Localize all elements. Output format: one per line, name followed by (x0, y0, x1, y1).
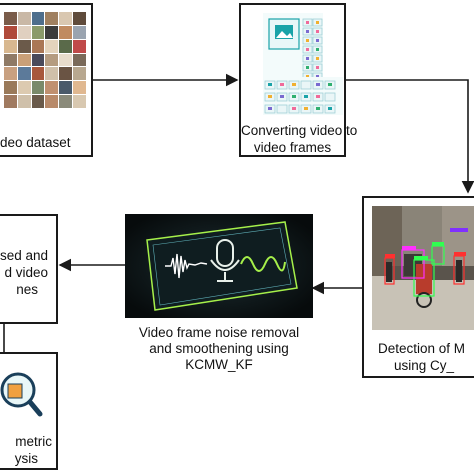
magnifier-chart-icon (0, 372, 43, 417)
metric-label-line2: ysis (14, 451, 38, 466)
noise-label-line1: Video frame noise removal (138, 325, 300, 340)
video-dataset-collage (4, 12, 86, 108)
node-video-dataset: deo dataset (0, 3, 93, 157)
noise-label-line2: and smoothening using (149, 341, 289, 356)
node-noise-removal: Video frame noise removal and smoothenin… (125, 212, 313, 372)
smooth-waveform (240, 256, 286, 272)
metric-label-line1: metric (15, 434, 52, 449)
noise-label-line3: KCMW_KF (185, 357, 253, 372)
arrow-frames-to-detection (346, 79, 474, 194)
processed-label-line2: d video (4, 265, 48, 280)
detection-label-line1: Detection of M (378, 341, 466, 356)
frames-label-line1: Converting video to (241, 123, 358, 138)
frames-grid-icon (268, 18, 323, 81)
noisy-waveform (165, 253, 208, 279)
frames-label-line2: video frames (253, 140, 332, 155)
node-processed-frames: sed and d video nes (0, 214, 58, 324)
processed-label-line3: nes (16, 282, 38, 297)
detection-street-image (372, 206, 474, 330)
processed-label-line1: sed and (0, 248, 48, 263)
video-dataset-label: deo dataset (0, 135, 71, 150)
microphone-icon (216, 239, 234, 267)
node-detection: Detection of M using Cy_ (362, 196, 474, 378)
detection-label-line2: using Cy_ (394, 358, 455, 373)
node-metric-analysis: metric ysis (0, 352, 58, 470)
frames-illustration (263, 13, 323, 115)
node-converting-frames: Converting video to video frames (239, 3, 358, 157)
noise-removal-image (125, 214, 313, 318)
frames-bottom-strip (263, 77, 343, 115)
